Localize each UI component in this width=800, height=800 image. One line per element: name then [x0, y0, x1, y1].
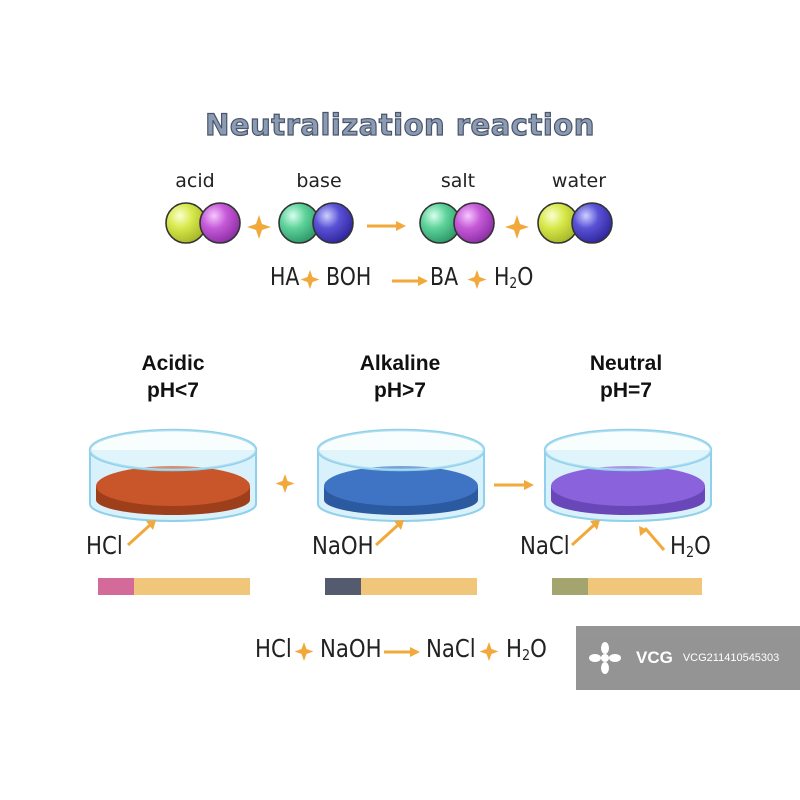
arrow-right-icon [494, 480, 534, 490]
ph-strip-alkaline [325, 578, 477, 595]
state-acidic-ph: pH<7 [147, 379, 199, 402]
dish-label-nacl: NaCl [520, 531, 570, 560]
eq-general-reactant1: HA [270, 262, 300, 291]
petri-dish-alkaline [316, 428, 486, 522]
plus-icon [479, 642, 499, 661]
pointer-arrow-icon [126, 520, 156, 547]
ph-strip-paper [588, 578, 702, 595]
watermark-logo: VCG [636, 648, 673, 667]
state-neutral: Neutral pH=7 [536, 350, 716, 404]
plus-icon [247, 215, 271, 239]
plus-icon [300, 270, 320, 289]
state-acidic: Acidic pH<7 [83, 350, 263, 404]
petri-dish-neutral [543, 428, 713, 522]
dish-label-hcl: HCl [86, 531, 123, 560]
watermark-code: VCG211410545303 [682, 652, 780, 664]
label-acid: acid [175, 170, 215, 192]
plus-icon [294, 642, 314, 661]
label-base: base [296, 170, 342, 192]
molecule-water [537, 202, 613, 244]
pointer-arrow-icon [374, 520, 404, 547]
ph-strip-acidic [98, 578, 250, 595]
ph-strip-tip [552, 578, 588, 595]
ph-strip-neutral [552, 578, 702, 595]
arrow-right-icon [392, 276, 428, 286]
state-neutral-name: Neutral [589, 352, 663, 375]
arrow-right-icon [367, 221, 406, 231]
ph-strip-tip [98, 578, 134, 595]
state-acidic-name: Acidic [141, 352, 205, 375]
neutral-liquid [551, 466, 705, 506]
plus-icon [275, 474, 295, 493]
ph-strip-paper [134, 578, 250, 595]
label-salt: salt [440, 170, 476, 192]
plus-icon [467, 270, 487, 289]
eq-specific-reactant2: NaOH [320, 634, 382, 663]
state-alkaline-ph: pH>7 [374, 379, 426, 402]
eq-general-product2: H2O [494, 262, 534, 292]
state-alkaline-name: Alkaline [359, 352, 441, 375]
pointer-arrow-icon [639, 526, 666, 551]
dish-label-naoh: NaOH [312, 531, 374, 560]
ph-strip-paper [361, 578, 477, 595]
eq-general-product1: BA [430, 262, 459, 291]
label-water: water [551, 170, 607, 192]
arrow-right-icon [384, 647, 420, 657]
state-neutral-ph: pH=7 [600, 379, 652, 402]
plus-icon [505, 215, 529, 239]
eq-specific-product1: NaCl [426, 634, 476, 663]
state-alkaline: Alkaline pH>7 [310, 350, 490, 404]
diagram-title: Neutralization reaction [205, 107, 595, 142]
eq-specific-product2: H2O [506, 634, 547, 664]
petri-dish-acidic [88, 428, 258, 522]
eq-general-reactant2: BOH [326, 262, 372, 291]
molecule-base [278, 202, 354, 244]
molecule-acid [165, 202, 241, 244]
dish-label-h2o: H2O [670, 531, 711, 561]
eq-specific-reactant1: HCl [255, 634, 292, 663]
watermark: VCG VCG211410545303 [576, 626, 800, 690]
watermark-flower-icon [588, 641, 622, 675]
base-liquid [324, 466, 478, 506]
acid-liquid [96, 466, 250, 506]
ph-strip-tip [325, 578, 361, 595]
pointer-arrow-icon [570, 520, 600, 547]
molecule-salt [419, 202, 495, 244]
